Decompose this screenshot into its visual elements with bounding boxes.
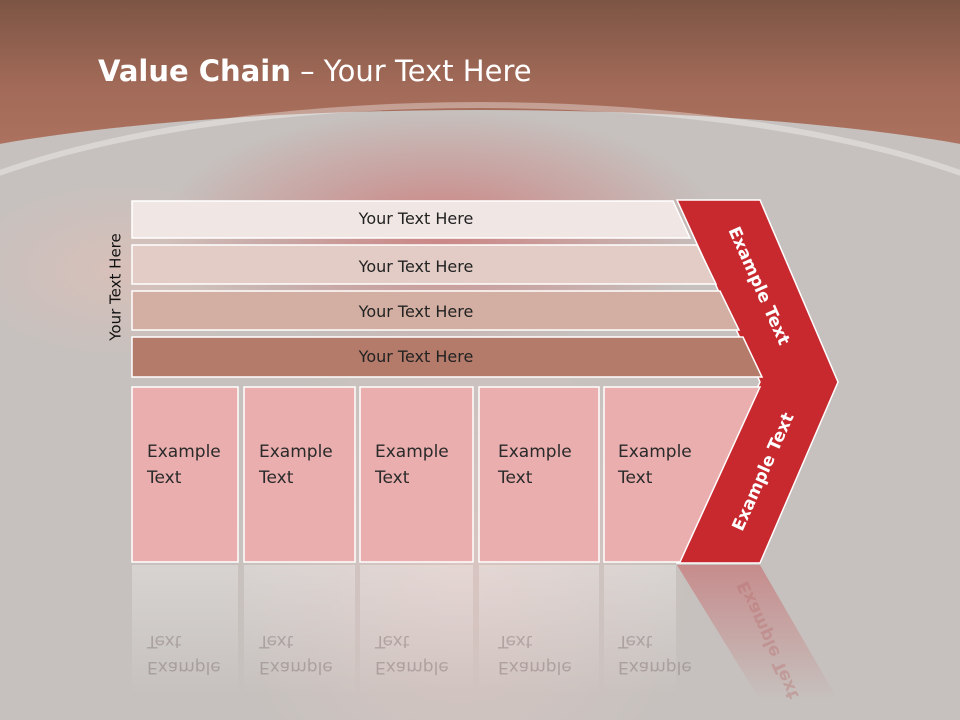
- activity-2-reflection-label: Example Text: [259, 628, 333, 680]
- activity-box-2: [243, 386, 356, 563]
- activity-box-4: [478, 386, 600, 563]
- activity-3-reflection-line2: Text: [375, 631, 410, 651]
- activity-1-line2: Text: [147, 468, 182, 488]
- activity-1-reflection-line1: Example: [147, 657, 221, 677]
- support-band-1: [131, 200, 692, 239]
- activity-box-3-reflection: [360, 565, 473, 695]
- activity-3-line1: Example: [375, 442, 449, 462]
- support-band-4: [131, 336, 764, 378]
- support-band-2: [131, 244, 718, 285]
- activity-1-reflection-label: Example Text: [147, 628, 221, 680]
- activity-box-3: [359, 386, 474, 563]
- activity-5-reflection-line1: Example: [618, 657, 692, 677]
- activity-2-line2: Text: [259, 468, 294, 488]
- activity-5-line2: Text: [618, 468, 653, 488]
- activity-3-reflection-label: Example Text: [375, 628, 449, 680]
- activity-2-reflection-line2: Text: [259, 631, 294, 651]
- activity-5-reflection-line2: Text: [618, 631, 653, 651]
- activity-4-reflection-label: Example Text: [498, 628, 572, 680]
- slide-title: Value Chain – Your Text Here: [98, 54, 532, 88]
- activity-4-reflection-line2: Text: [498, 631, 533, 651]
- activity-2-line1: Example: [259, 442, 333, 462]
- activity-5-line1: Example: [618, 442, 692, 462]
- activity-box-4-reflection: [479, 565, 599, 695]
- activity-3-line2: Text: [375, 468, 410, 488]
- support-band-4-label: Your Text Here: [358, 347, 474, 366]
- activity-box-2-reflection: [244, 565, 355, 695]
- activity-4-line2: Text: [498, 468, 533, 488]
- activity-1-line1: Example: [147, 442, 221, 462]
- activity-5-reflection-label: Example Text: [618, 628, 692, 680]
- activity-1-reflection-line2: Text: [147, 631, 182, 651]
- activity-box-1: [131, 386, 239, 563]
- activity-box-5-reflection: [604, 565, 676, 695]
- title-rest: – Your Text Here: [290, 54, 532, 88]
- activity-box-5: [603, 386, 762, 563]
- margin-arrow: [675, 199, 839, 564]
- activity-3-reflection-line1: Example: [375, 657, 449, 677]
- activity-4-reflection-line1: Example: [498, 657, 572, 677]
- activity-2-reflection-line1: Example: [259, 657, 333, 677]
- support-band-1-label: Your Text Here: [358, 209, 474, 228]
- support-band-2-label: Your Text Here: [358, 257, 474, 276]
- margin-arrow-reflection: [677, 565, 838, 700]
- title-bold: Value Chain: [98, 54, 291, 88]
- activity-4-line1: Example: [498, 442, 572, 462]
- activity-box-1-reflection: [132, 565, 238, 695]
- support-band-3-label: Your Text Here: [358, 302, 474, 321]
- support-band-3: [131, 290, 741, 331]
